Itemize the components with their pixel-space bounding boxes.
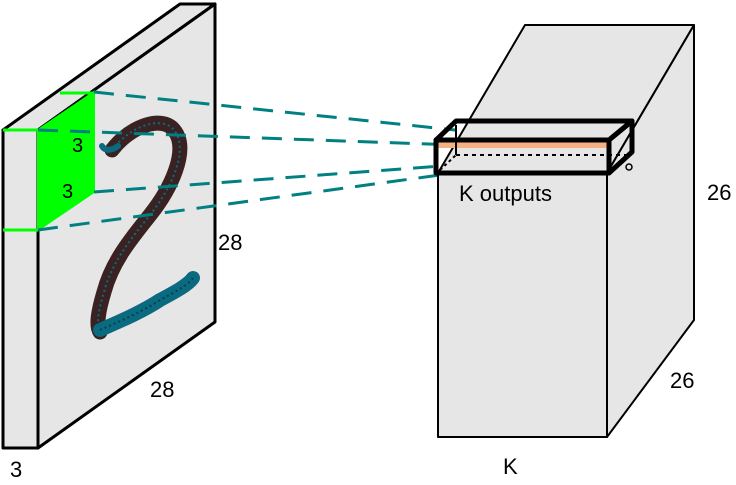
projection-line: [37, 173, 441, 232]
output-volume-front-face: [437, 172, 608, 438]
kernel-width-label: 3: [62, 181, 73, 203]
output-volume: K outputs 26 26 K: [433, 24, 731, 479]
output-height-label: 26: [707, 180, 731, 205]
projection-line: [93, 90, 456, 132]
projection-line: [37, 128, 456, 147]
output-strip: [433, 118, 635, 176]
projection-lines: [37, 90, 456, 232]
projection-line: [93, 163, 456, 194]
input-volume-side-face: [1, 128, 40, 450]
output-width-label: 26: [670, 368, 694, 393]
input-volume: 3 3 28 28 3: [1, 2, 242, 482]
input-height-label: 28: [218, 230, 242, 255]
k-outputs-label: K outputs: [459, 181, 552, 206]
output-depth-label: K: [503, 454, 518, 479]
input-depth-label: 3: [10, 457, 22, 480]
kernel-height-label: 3: [72, 135, 83, 157]
handwritten-digit-image: [90, 115, 200, 340]
input-volume-front-face: [36, 2, 217, 450]
input-width-label: 28: [150, 377, 174, 402]
